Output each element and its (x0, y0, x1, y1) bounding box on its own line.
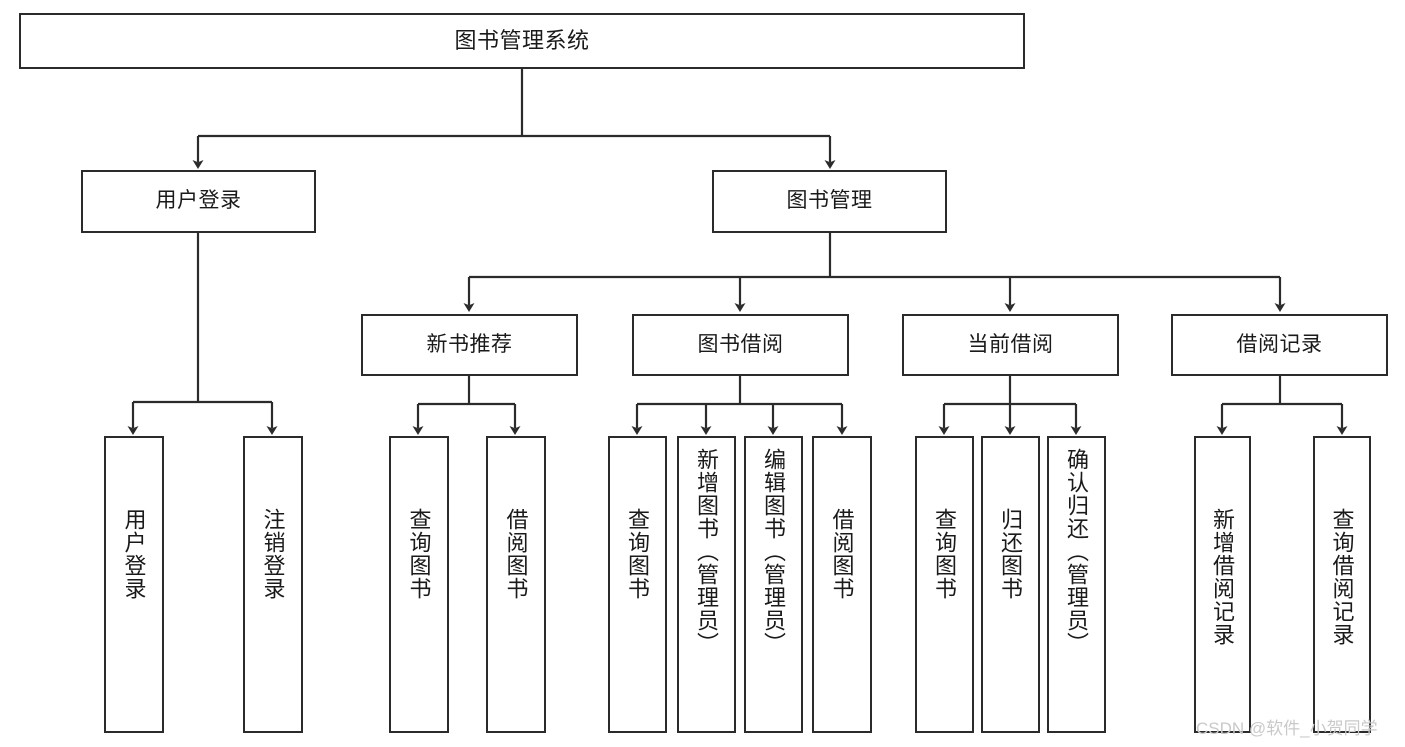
node-label: 归还图书 (998, 508, 1024, 600)
node-label: 借阅图书 (503, 508, 529, 600)
node-label: 用户登录 (121, 508, 147, 600)
node-leaf-logout[interactable]: 注销登录 (243, 436, 303, 733)
node-leaf-return-book[interactable]: 归还图书 (981, 436, 1040, 733)
node-leaf-borrow-book-recommend[interactable]: 借阅图书 (486, 436, 546, 733)
node-label: 新增图书（管理员） (694, 448, 720, 655)
node-leaf-borrow-book[interactable]: 借阅图书 (812, 436, 872, 733)
node-leaf-add-borrow-record[interactable]: 新增借阅记录 (1194, 436, 1251, 733)
node-label: 图书借阅 (697, 332, 784, 356)
node-book-management[interactable]: 图书管理 (712, 170, 947, 233)
node-label: 当前借阅 (967, 332, 1054, 356)
node-label: 图书管理 (786, 189, 873, 213)
node-label: 查询图书 (406, 508, 432, 600)
watermark: CSDN @软件_小贺同学 (1196, 719, 1378, 738)
node-book-borrow[interactable]: 图书借阅 (632, 314, 849, 376)
node-label: 查询图书 (932, 508, 958, 600)
node-user-login[interactable]: 用户登录 (81, 170, 316, 233)
node-label: 确认归还（管理员） (1064, 448, 1090, 655)
node-leaf-add-book-admin[interactable]: 新增图书（管理员） (677, 436, 736, 733)
node-root-book-management-system[interactable]: 图书管理系统 (19, 13, 1025, 69)
node-label: 用户登录 (155, 189, 242, 213)
node-label: 查询图书 (625, 508, 651, 600)
node-label: 借阅记录 (1236, 332, 1323, 356)
node-leaf-edit-book-admin[interactable]: 编辑图书（管理员） (744, 436, 803, 733)
node-label: 查询借阅记录 (1329, 508, 1355, 646)
node-leaf-confirm-return-admin[interactable]: 确认归还（管理员） (1047, 436, 1106, 733)
node-leaf-query-book-recommend[interactable]: 查询图书 (389, 436, 449, 733)
node-new-book-recommend[interactable]: 新书推荐 (361, 314, 578, 376)
node-borrow-record[interactable]: 借阅记录 (1171, 314, 1388, 376)
node-leaf-user-login[interactable]: 用户登录 (104, 436, 164, 733)
node-leaf-query-book-current[interactable]: 查询图书 (915, 436, 974, 733)
node-current-borrow[interactable]: 当前借阅 (902, 314, 1119, 376)
node-leaf-query-borrow-record[interactable]: 查询借阅记录 (1313, 436, 1371, 733)
node-label: 新增借阅记录 (1210, 508, 1236, 646)
node-label: 新书推荐 (426, 332, 513, 356)
node-label: 编辑图书（管理员） (761, 448, 787, 655)
node-label: 借阅图书 (829, 508, 855, 600)
node-label: 注销登录 (260, 508, 286, 600)
node-leaf-query-book-borrow[interactable]: 查询图书 (608, 436, 667, 733)
node-label: 图书管理系统 (454, 28, 590, 54)
